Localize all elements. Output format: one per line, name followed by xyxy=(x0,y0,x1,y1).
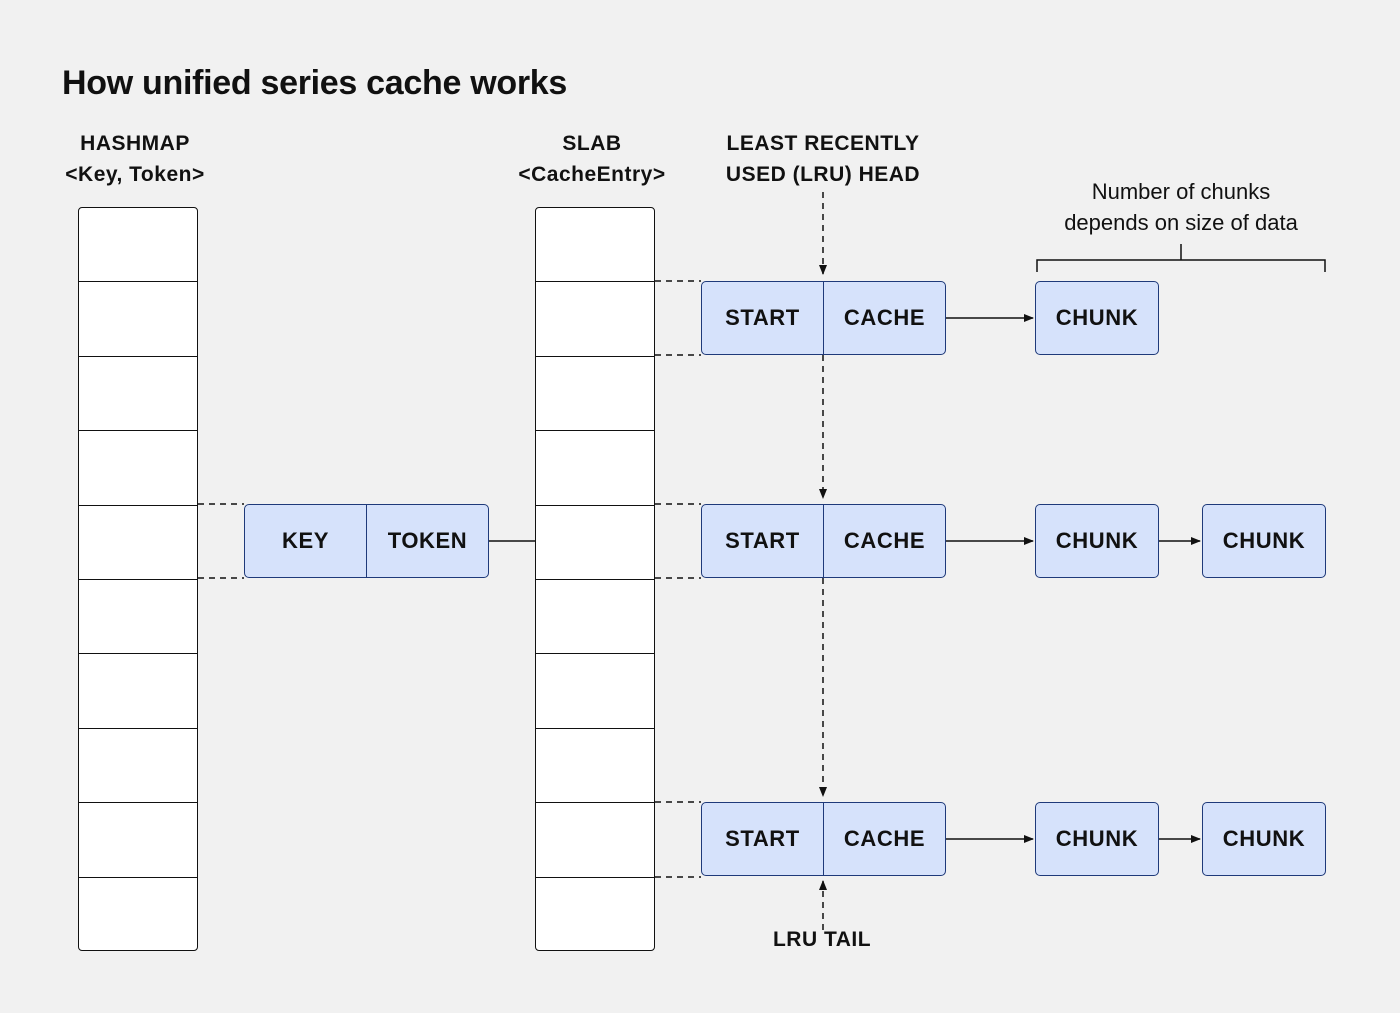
hashmap-bucket xyxy=(79,729,197,804)
key-token-node: KEY TOKEN xyxy=(244,504,489,578)
lru-head-label: LEAST RECENTLY USED (LRU) HEAD xyxy=(702,128,944,190)
slab-label-line1: SLAB xyxy=(562,132,622,155)
slab-entries xyxy=(535,207,655,951)
chunk-label: CHUNK xyxy=(1222,528,1306,553)
chunk-count-note-line2: depends on size of data xyxy=(1064,210,1298,235)
chunk-count-bracket xyxy=(1036,244,1326,272)
slab-slot xyxy=(536,878,654,952)
token-cell: TOKEN xyxy=(366,505,488,577)
chunk-count-note-line1: Number of chunks xyxy=(1091,179,1271,204)
hashmap-bucket xyxy=(79,878,197,952)
chunk-node: CHUNK xyxy=(1035,281,1159,355)
slab-slot xyxy=(536,580,654,655)
chunk-label: CHUNK xyxy=(1055,826,1139,851)
lru-tail-label: LRU TAIL xyxy=(772,928,872,951)
slab-label-line2: <CacheEntry> xyxy=(518,163,666,186)
lru-head-label-line1: LEAST RECENTLY xyxy=(726,132,920,155)
slab-slot xyxy=(536,654,654,729)
hashmap-bucket xyxy=(79,282,197,357)
hashmap-bucket xyxy=(79,208,197,283)
start-cell: START xyxy=(725,528,800,553)
hashmap-bucket xyxy=(79,803,197,878)
hashmap-bucket xyxy=(79,357,197,432)
chunk-label: CHUNK xyxy=(1055,305,1139,330)
slab-slot xyxy=(536,803,654,878)
hashmap-bucket xyxy=(79,431,197,506)
start-cell: START xyxy=(725,305,800,330)
slab-slot xyxy=(536,506,654,580)
page-title: How unified series cache works xyxy=(62,64,567,102)
cache-entry-2: START CACHE xyxy=(701,504,946,578)
hashmap-label: HASHMAP <Key, Token> xyxy=(50,128,220,190)
cache-cell: CACHE xyxy=(823,803,945,875)
slab-slot xyxy=(536,282,654,357)
chunk-label: CHUNK xyxy=(1222,826,1306,851)
cache-entry-3: START CACHE xyxy=(701,802,946,876)
slab-slot xyxy=(536,357,654,432)
chunk-count-note: Number of chunks depends on size of data xyxy=(1036,176,1326,238)
slab-slot xyxy=(536,431,654,506)
slab-slot xyxy=(536,729,654,804)
hashmap-bucket xyxy=(79,506,197,580)
key-cell: KEY xyxy=(281,528,330,553)
slab-label: SLAB <CacheEntry> xyxy=(500,128,684,190)
chunk-node: CHUNK xyxy=(1202,504,1326,578)
hashmap-label-line1: HASHMAP xyxy=(80,132,190,155)
hashmap-label-line2: <Key, Token> xyxy=(65,163,205,186)
chunk-node: CHUNK xyxy=(1202,802,1326,876)
slab-slot xyxy=(536,208,654,283)
start-cell: START xyxy=(725,826,800,851)
chunk-label: CHUNK xyxy=(1055,528,1139,553)
hashmap-bucket xyxy=(79,654,197,729)
cache-entry-1: START CACHE xyxy=(701,281,946,355)
chunk-node: CHUNK xyxy=(1035,802,1159,876)
hashmap-bucket xyxy=(79,580,197,655)
hashmap-buckets xyxy=(78,207,198,951)
chunk-node: CHUNK xyxy=(1035,504,1159,578)
lru-head-label-line2: USED (LRU) HEAD xyxy=(725,163,921,186)
cache-cell: CACHE xyxy=(823,505,945,577)
cache-cell: CACHE xyxy=(823,282,945,354)
